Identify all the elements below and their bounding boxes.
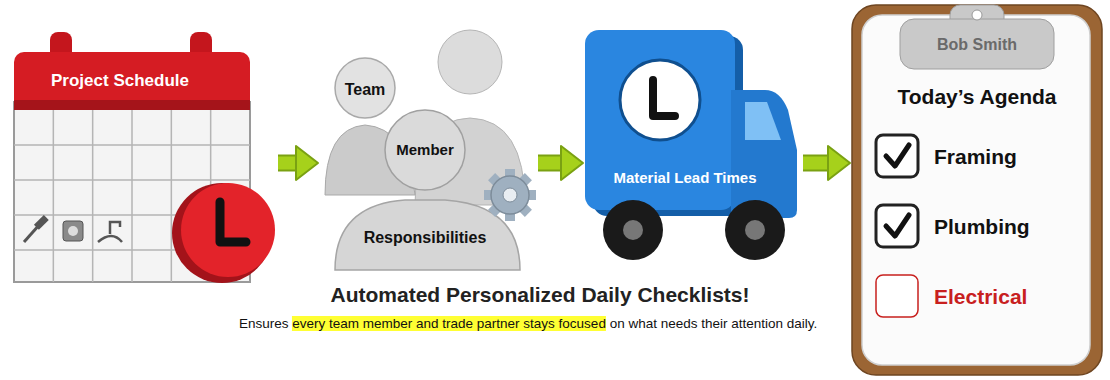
arrow-shaft-outline (803, 155, 827, 172)
truck-wheel (603, 200, 663, 260)
arrow-shaft (538, 157, 560, 170)
calendar-header (14, 52, 250, 110)
truck-node: Material Lead Times (585, 30, 800, 265)
node-outline (585, 30, 800, 265)
clip-hole (972, 10, 982, 20)
team-people-node: TeamMemberResponsibilities (320, 20, 535, 270)
diagram-title: Automated Personalized Daily Checklists! (331, 283, 750, 306)
person-head (385, 110, 465, 190)
flow-arrow (278, 146, 318, 180)
wheel-hub (745, 220, 765, 240)
node-outline (852, 5, 1102, 375)
arrow-head (828, 146, 850, 180)
clip-tab (900, 19, 1054, 69)
faucet-icon (98, 222, 122, 242)
checkbox (876, 205, 918, 247)
chip-icon (68, 226, 78, 236)
person-label: Member (396, 142, 454, 159)
highlighted-text: every team member and trade partner stay… (292, 316, 606, 331)
arrow-head (296, 146, 318, 180)
chip-icon (63, 221, 83, 241)
calendar-grid (131, 110, 133, 282)
truck-label: Material Lead Times (613, 170, 756, 187)
arrow-shaft-outline (538, 155, 560, 172)
gear-icon (484, 169, 536, 221)
caption-text: on what needs their attention daily. (610, 316, 818, 331)
calendar-grid (14, 179, 250, 181)
calendar-grid (92, 110, 94, 282)
truck-window (745, 102, 781, 140)
truck-cab (731, 90, 797, 218)
gear-wheel (491, 176, 529, 214)
clock-face (181, 183, 275, 277)
caption-line: Ensuresevery team member and trade partn… (239, 316, 821, 332)
arrow-shaft (278, 157, 295, 170)
agenda-heading: Today’s Agenda (897, 85, 1056, 108)
flow-arrow (538, 146, 583, 180)
agenda-item: Electrical (934, 285, 1027, 308)
clipboard-board (852, 5, 1102, 375)
check-mark (886, 145, 909, 166)
caption-text: Ensures (239, 316, 289, 331)
agenda-item: Framing (934, 145, 1017, 168)
gear-hub (503, 188, 517, 202)
agenda-item: Plumbing (934, 215, 1030, 238)
person-label: Responsibilities (364, 229, 487, 247)
clipboard-name: Bob Smith (937, 36, 1017, 54)
truck-wheel (725, 200, 785, 260)
arrow-shaft (803, 157, 827, 170)
calendar-grid (171, 110, 173, 282)
clipboard-paper (862, 15, 1090, 365)
clock-face (620, 60, 700, 140)
checkbox (876, 275, 918, 317)
arrow-shaft-outline (278, 155, 295, 172)
check-mark (886, 215, 909, 236)
node-outline (10, 30, 275, 285)
clock-hands (653, 80, 675, 116)
person-body (335, 200, 520, 270)
flow-arrow (803, 146, 850, 180)
hammer-icon (34, 215, 49, 230)
calendar-node: Project Schedule (10, 30, 275, 285)
person-head (335, 58, 395, 118)
clipboard-node: Bob SmithToday’s AgendaFramingPlumbingEl… (852, 5, 1102, 375)
checkbox (876, 135, 918, 177)
person-head (438, 30, 502, 94)
calendar-header-edge (14, 100, 250, 110)
wheel-hub (623, 220, 643, 240)
person-label: Team (345, 81, 386, 99)
calendar-grid (14, 144, 250, 146)
arrow-head (561, 146, 583, 180)
clock-hands (220, 202, 246, 242)
calendar-title: Project Schedule (51, 72, 189, 91)
calendar-grid (53, 110, 55, 282)
